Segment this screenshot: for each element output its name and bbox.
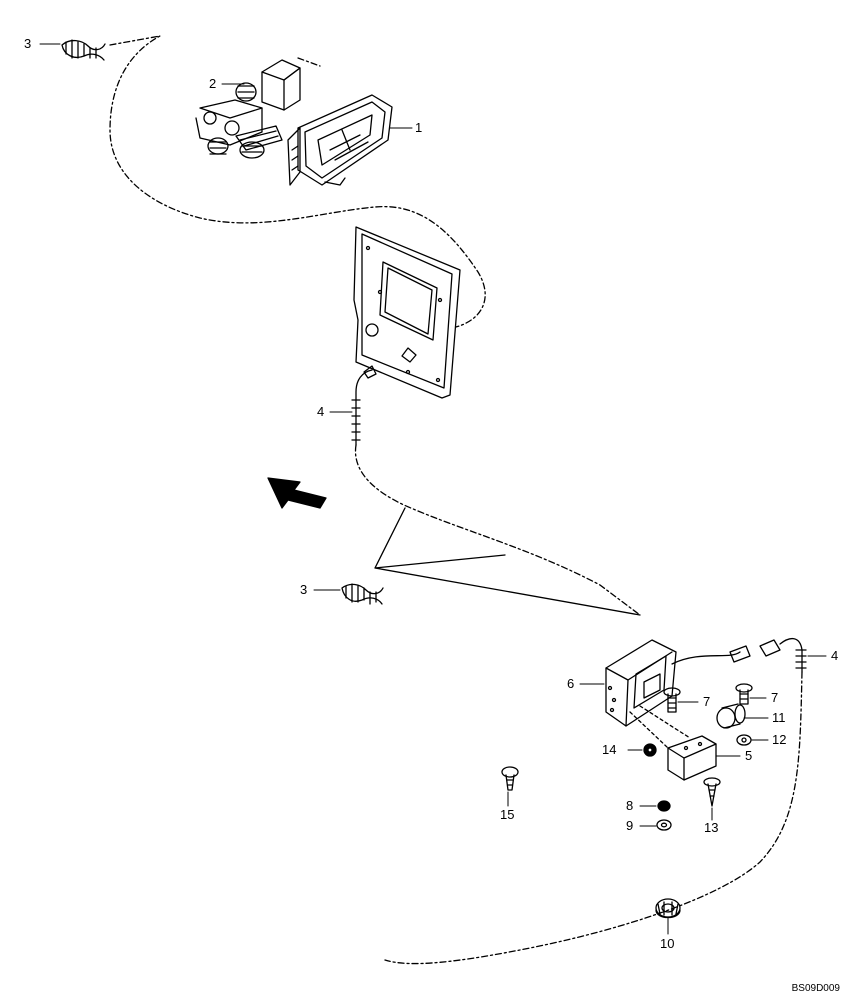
nut-8 [657, 800, 671, 812]
monitor-part [287, 94, 393, 186]
cable-upper [351, 365, 377, 446]
callout-7-right: 7 [771, 690, 779, 705]
grommet-14 [655, 898, 681, 919]
callout-15: 15 [500, 807, 515, 822]
callout-8: 8 [626, 798, 634, 813]
callout-1: 1 [415, 120, 423, 135]
plate-bracket [629, 705, 717, 781]
screw-12 [703, 777, 721, 807]
clip-lower [341, 583, 384, 605]
cable-lower [671, 638, 807, 673]
callout-4-lower: 4 [831, 648, 839, 663]
washer-9 [656, 819, 672, 831]
bolt-right [735, 683, 753, 705]
bracket-part [195, 59, 301, 159]
dashed-harness-bottom [384, 671, 803, 965]
nut-11 [736, 734, 752, 746]
callout-3-lower: 3 [300, 582, 308, 597]
callout-13: 14 [602, 742, 617, 757]
callout-11: 12 [772, 732, 787, 747]
clip-upper [61, 39, 106, 61]
mounting-plate [353, 226, 461, 399]
dashed-harness-mid [354, 444, 641, 616]
direction-arrow [267, 477, 327, 509]
camera-part [605, 639, 677, 727]
bolt-left [663, 687, 681, 713]
sleeve-part [716, 703, 746, 729]
callout-5: 5 [745, 748, 753, 763]
nut-13 [643, 743, 657, 757]
callout-14: 10 [660, 936, 675, 951]
callout-9: 9 [626, 818, 634, 833]
callout-3-upper: 3 [24, 36, 32, 51]
dashed-link-bracket [297, 57, 321, 67]
callout-7-left: 7 [703, 694, 711, 709]
callout-12: 13 [704, 820, 719, 835]
callout-10: 11 [772, 710, 786, 725]
dashed-boundary-top [109, 35, 486, 329]
callout-6: 6 [567, 676, 575, 691]
callout-4-upper: 4 [317, 404, 325, 419]
drawing-code: BS09D009 [791, 983, 840, 994]
reference-lines [374, 507, 641, 616]
leader-lines [39, 43, 827, 935]
screw-15 [501, 766, 519, 791]
callout-2: 2 [209, 76, 217, 91]
